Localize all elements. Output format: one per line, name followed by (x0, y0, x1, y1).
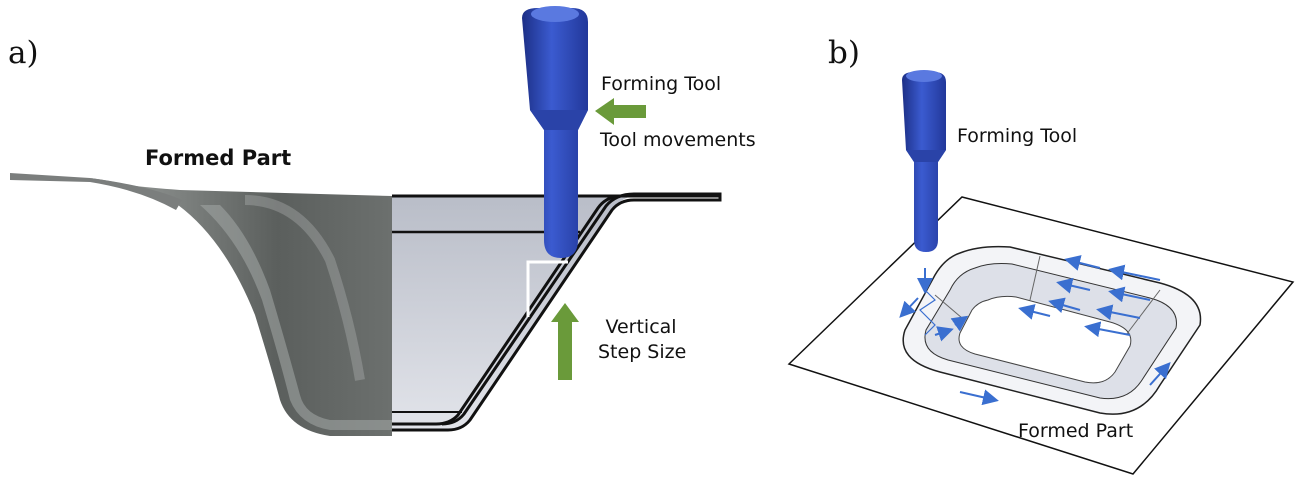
vertical-step-label-line1: Vertical (605, 316, 677, 338)
forming-tool-a (522, 6, 588, 258)
tool-movement-arrow (595, 98, 646, 125)
formed-part-label: Formed Part (145, 146, 292, 170)
vertical-step-label-line2: Step Size (598, 341, 687, 363)
panel-a-label: a) (8, 35, 39, 71)
tool-path-arrows (899, 255, 1171, 406)
formed-part-photo (10, 173, 392, 436)
vertical-step-arrow (551, 303, 579, 380)
formed-part-label-b: Formed Part (1018, 420, 1134, 442)
tool-movements-label: Tool movements (600, 129, 756, 151)
step-size-bracket (526, 260, 568, 317)
forming-tool-b (902, 70, 946, 252)
panel-b-label: b) (828, 35, 860, 71)
forming-tool-label-b: Forming Tool (957, 125, 1078, 147)
forming-tool-label-a: Forming Tool (601, 73, 722, 95)
formed-pocket (902, 245, 1202, 415)
